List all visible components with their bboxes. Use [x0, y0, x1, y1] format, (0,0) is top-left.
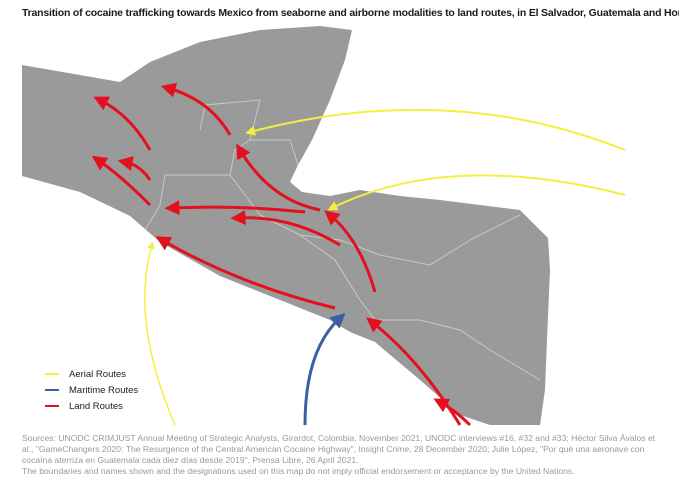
country-borders	[144, 99, 541, 381]
maritime-swatch	[45, 389, 59, 391]
legend-land: Land Routes	[45, 398, 138, 414]
land-swatch	[45, 405, 59, 407]
land-routes	[91, 82, 472, 427]
disclaimer-text: The boundaries and names shown and the d…	[22, 466, 575, 476]
maritime-route	[303, 312, 346, 426]
legend-aerial: Aerial Routes	[45, 366, 138, 382]
legend-label: Maritime Routes	[69, 384, 139, 396]
land-mass	[22, 26, 550, 425]
aerial-routes	[144, 108, 626, 426]
coast-island	[318, 62, 330, 76]
aerial-swatch	[45, 373, 59, 375]
sources-note: Sources: UNODC CRIMJUST Annual Meeting o…	[22, 433, 662, 477]
legend-label: Aerial Routes	[69, 368, 127, 380]
legend-maritime: Maritime Routes	[45, 382, 138, 398]
legend: Aerial Routes Maritime Routes Land Route…	[45, 366, 138, 414]
legend-label: Land Routes	[69, 400, 123, 412]
map-title: Transition of cocaine trafficking toward…	[22, 7, 679, 19]
sources-text: Sources: UNODC CRIMJUST Annual Meeting o…	[22, 433, 656, 465]
